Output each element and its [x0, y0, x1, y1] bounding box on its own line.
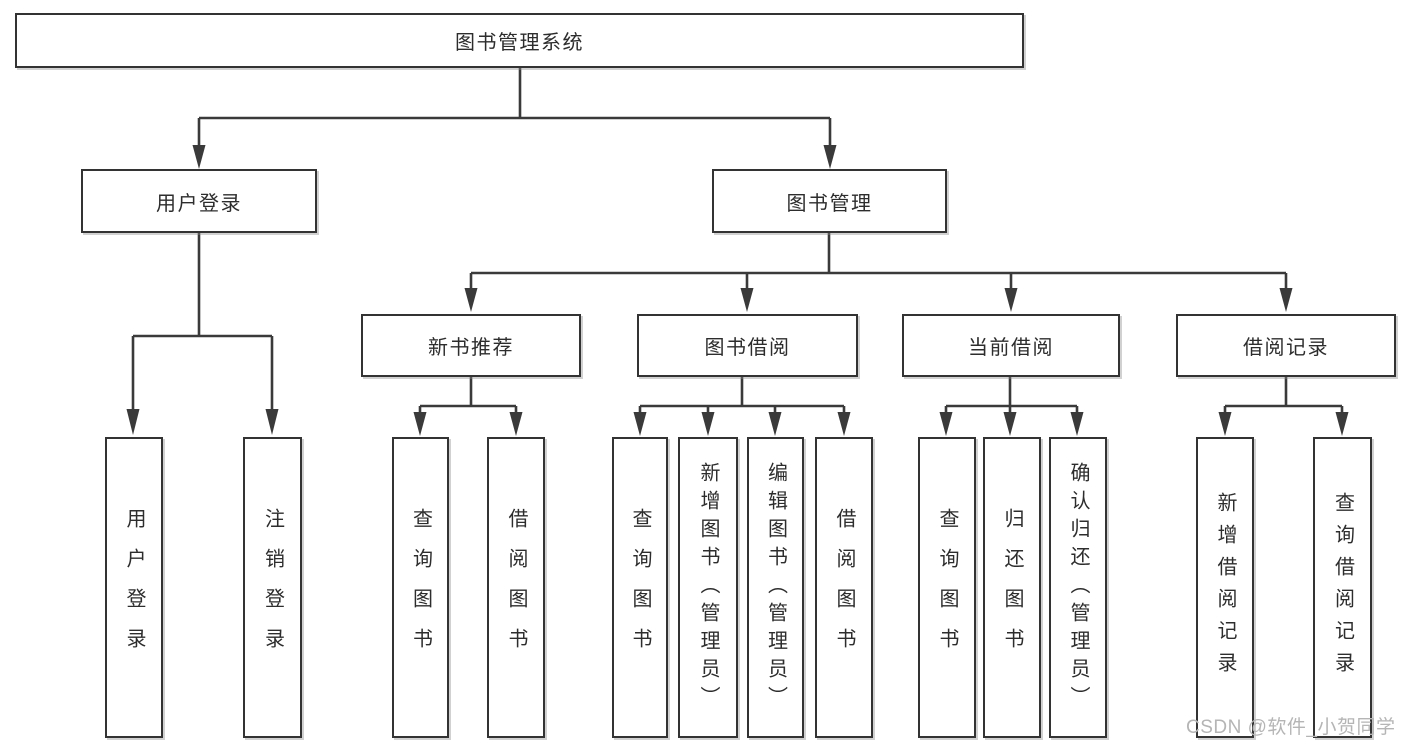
node-book-borrowing-label: 图书借阅 [704, 337, 791, 359]
arrowhead-down [126, 409, 140, 435]
leaf-current-return-books-label: 归还图书 [1001, 507, 1023, 668]
arrowhead-down [768, 412, 782, 436]
node-current-borrowing-label: 当前借阅 [968, 337, 1054, 359]
arrowhead-down [192, 145, 206, 169]
leaf-recommend-query-books: 查询图书 [392, 437, 449, 738]
connector-current-borrowing-children [939, 377, 1084, 436]
node-new-book-recommend: 新书推荐 [361, 314, 581, 377]
leaf-recommend-borrow-books-label: 借阅图书 [505, 507, 527, 668]
arrowhead-down [1004, 288, 1018, 312]
node-book-borrowing: 图书借阅 [637, 314, 858, 377]
connector-root-to-level2 [192, 68, 837, 169]
arrowhead-down [633, 412, 647, 436]
leaf-records-query-record-label: 查询借阅记录 [1331, 491, 1354, 684]
watermark: CSDN @软件_小贺同学 [1186, 717, 1396, 738]
leaf-user-login-label: 用户登录 [123, 507, 145, 668]
arrowhead-down [464, 288, 478, 312]
arrowhead-down [265, 409, 279, 435]
node-book-management-label: 图书管理 [786, 192, 873, 215]
node-borrowing-records-label: 借阅记录 [1243, 337, 1329, 359]
connector-book-management-modules [464, 233, 1293, 312]
leaf-records-query-record: 查询借阅记录 [1313, 437, 1372, 738]
arrowhead-down [823, 145, 837, 169]
leaf-current-query-books-label: 查询图书 [936, 507, 958, 668]
node-root: 图书管理系统 [15, 13, 1024, 68]
leaf-recommend-borrow-books: 借阅图书 [487, 437, 545, 738]
arrowhead-down [701, 412, 715, 436]
node-book-management: 图书管理 [712, 169, 947, 233]
node-user-login: 用户登录 [81, 169, 317, 233]
arrowhead-down [1218, 412, 1232, 436]
leaf-logout-label: 注销登录 [261, 507, 284, 668]
leaf-borrow-edit-book-admin-label: 编辑图书（管理员） [764, 461, 787, 714]
node-borrowing-records: 借阅记录 [1176, 314, 1396, 377]
leaf-borrow-query-books: 查询图书 [612, 437, 668, 738]
arrowhead-down [1003, 412, 1017, 436]
connector-new-book-recommend-children [413, 377, 523, 436]
leaf-current-confirm-return-admin-label: 确认归还（管理员） [1067, 461, 1089, 714]
arrowhead-down [939, 412, 953, 436]
leaf-current-query-books: 查询图书 [918, 437, 976, 738]
arrowhead-down [509, 412, 523, 436]
leaf-logout: 注销登录 [243, 437, 302, 738]
connector-book-borrowing-children [633, 377, 851, 436]
arrowhead-down [1279, 288, 1293, 312]
leaf-current-confirm-return-admin: 确认归还（管理员） [1049, 437, 1107, 738]
connector-user-login-children [126, 233, 279, 435]
arrowhead-down [413, 412, 427, 436]
arrowhead-down [837, 412, 851, 436]
leaf-user-login: 用户登录 [105, 437, 163, 738]
leaf-borrow-borrow-books: 借阅图书 [815, 437, 873, 738]
leaf-borrow-query-books-label: 查询图书 [629, 507, 651, 668]
leaf-borrow-add-book-admin: 新增图书（管理员） [678, 437, 738, 738]
leaf-borrow-add-book-admin-label: 新增图书（管理员） [697, 461, 719, 714]
arrowhead-down [740, 288, 754, 312]
node-new-book-recommend-label: 新书推荐 [428, 337, 514, 359]
leaf-borrow-borrow-books-label: 借阅图书 [833, 507, 855, 668]
arrowhead-down [1070, 412, 1084, 436]
leaf-records-add-record: 新增借阅记录 [1196, 437, 1254, 738]
leaf-current-return-books: 归还图书 [983, 437, 1041, 738]
leaf-borrow-edit-book-admin: 编辑图书（管理员） [747, 437, 804, 738]
leaf-recommend-query-books-label: 查询图书 [409, 507, 432, 668]
connector-borrowing-records-children [1218, 377, 1349, 436]
leaf-records-add-record-label: 新增借阅记录 [1214, 491, 1236, 684]
node-current-borrowing: 当前借阅 [902, 314, 1120, 377]
node-user-login-label: 用户登录 [156, 192, 242, 215]
arrowhead-down [1335, 412, 1349, 436]
node-root-label: 图书管理系统 [455, 32, 584, 54]
